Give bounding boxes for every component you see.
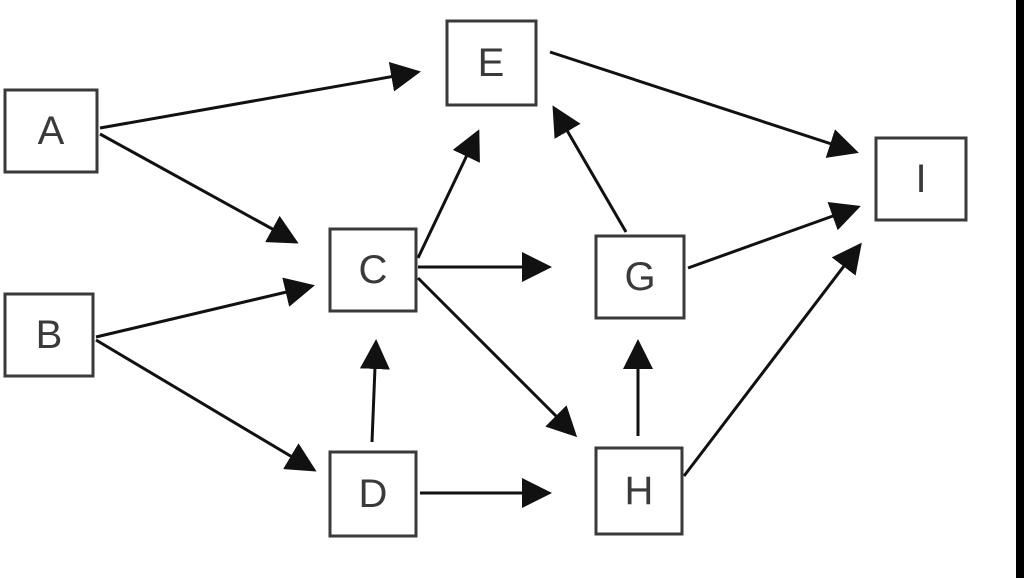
node-I-box xyxy=(874,136,968,222)
node-H: H xyxy=(594,446,684,536)
node-A-box xyxy=(3,88,99,174)
node-D-label: D xyxy=(359,472,388,516)
node-B-box xyxy=(3,292,95,378)
nodes-layer: A B C D E G H I xyxy=(3,19,968,538)
node-H-label: H xyxy=(625,469,654,513)
node-D: D xyxy=(328,450,418,538)
edge-B-to-C xyxy=(95,277,315,339)
edge-B-to-D xyxy=(95,338,317,472)
node-G-label: G xyxy=(624,255,655,299)
node-G: G xyxy=(594,234,686,320)
node-B: B xyxy=(3,292,95,378)
node-I-label: I xyxy=(915,157,926,201)
edge-C-to-E xyxy=(416,129,480,259)
node-E-box xyxy=(445,19,538,107)
node-E: E xyxy=(445,19,538,107)
edge-E-to-I xyxy=(549,50,859,158)
edge-G-to-E xyxy=(552,105,628,233)
edge-G-to-I xyxy=(687,202,861,270)
edge-C-to-H xyxy=(416,276,578,438)
node-C-box xyxy=(328,227,418,313)
node-B-label: B xyxy=(36,313,63,357)
node-E-label: E xyxy=(478,41,505,85)
node-A-label: A xyxy=(38,109,65,153)
edge-D-to-C xyxy=(359,339,390,443)
right-edge-strip xyxy=(1016,0,1024,578)
node-D-box xyxy=(328,450,418,538)
node-C-label: C xyxy=(359,248,388,292)
node-H-box xyxy=(594,446,684,536)
node-A: A xyxy=(3,88,99,174)
edge-H-to-I xyxy=(682,242,862,477)
edge-A-to-C xyxy=(99,132,299,244)
node-I: I xyxy=(874,136,968,222)
edge-A-to-E xyxy=(99,61,421,130)
edges-layer xyxy=(95,50,862,508)
node-G-box xyxy=(594,234,686,320)
node-C: C xyxy=(328,227,418,313)
